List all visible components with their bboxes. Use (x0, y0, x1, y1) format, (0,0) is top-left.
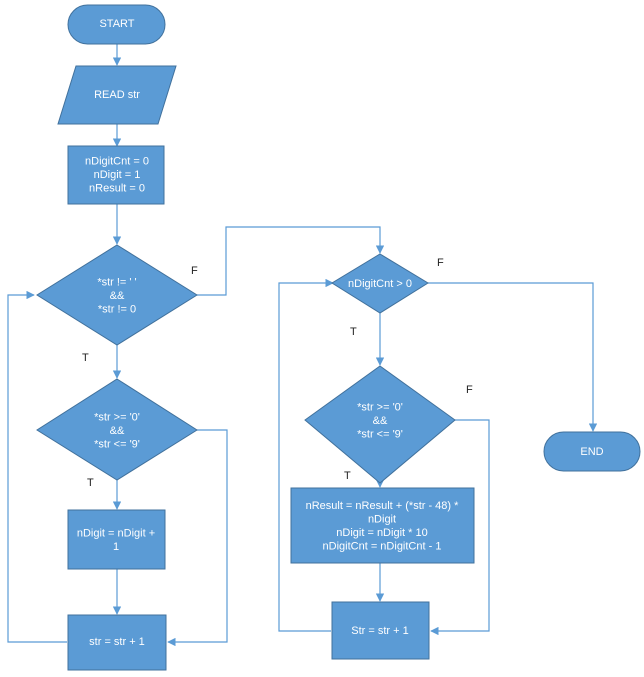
edge-cond-digit-left-false (167, 429, 228, 647)
edge-cond-digit-right-false (430, 419, 490, 636)
cond-digit-right-true-label: T (344, 470, 351, 482)
init-line: nDigitCnt = 0 (85, 155, 149, 167)
calc-line: nDigit (368, 513, 396, 525)
cond-str-line: && (110, 290, 125, 302)
cond-digit-right-line: *str >= '0' (357, 401, 403, 413)
edge-labels: F T T F T F T (82, 257, 473, 489)
cond-digit-left-true-label: T (87, 477, 94, 489)
cond-digit-right-line: *str <= '9' (357, 428, 403, 440)
cond-digit-left-decision-text: *str >= '0' &&*str <= '9' (94, 411, 140, 450)
start-terminator-text: START (99, 18, 134, 30)
cond-str-line: *str != 0 (98, 303, 136, 315)
cond-str-decision-text: *str != ' ' &&*str != 0 (97, 276, 136, 315)
str-inc-left-line: str = str + 1 (89, 636, 145, 648)
cond-str-decision: *str != ' ' &&*str != 0 (36, 244, 198, 346)
ndigit-process: nDigit = nDigit + 1 (67, 509, 166, 570)
edge-loop-back-left (7, 290, 67, 643)
cond-digit-left-line: && (110, 425, 125, 437)
calc-process: nResult = nResult + (*str - 48) *nDigit n… (290, 487, 475, 564)
cond-str-line: *str != ' ' (97, 276, 136, 288)
ndigit-mul-line: nDigit = nDigit + (77, 527, 155, 539)
start-terminator: START (67, 4, 166, 45)
ndigit-process-text: nDigit = nDigit + 1 (77, 527, 155, 553)
read-line: READ str (94, 89, 140, 101)
str-inc-right-line: Str = str + 1 (351, 625, 408, 637)
edges (7, 44, 598, 647)
str-inc-right-process-text: Str = str + 1 (351, 625, 408, 637)
cond-cnt-false-label: F (437, 257, 444, 269)
end-line: END (580, 446, 603, 458)
cond-cnt-decision: nDigitCnt > 0 (331, 253, 429, 314)
init-line: nDigit = 1 (94, 169, 141, 181)
cond-digit-right-false-label: F (466, 384, 473, 396)
end-terminator-text: END (580, 446, 603, 458)
str-inc-right-process: Str = str + 1 (331, 601, 430, 660)
read-input-text: READ str (94, 89, 140, 101)
cond-digit-left-line: *str >= '0' (94, 411, 140, 423)
cond-digit-right-line: && (373, 415, 388, 427)
cond-digit-right-decision: *str >= '0' &&*str <= '9' (304, 365, 456, 484)
end-terminator: END (543, 431, 641, 472)
edge-loop-back-right (278, 278, 334, 632)
cond-str-true-label: T (82, 352, 89, 364)
calc-line: nDigit = nDigit * 10 (336, 527, 427, 539)
read-input: READ str (57, 65, 177, 125)
str-inc-left-process: str = str + 1 (67, 614, 167, 671)
cond-digit-left-line: *str <= '9' (94, 438, 140, 450)
edge-cond-cnt-false (428, 282, 598, 432)
cond-cnt-line: nDigitCnt > 0 (348, 278, 412, 290)
cond-digit-right-decision-text: *str >= '0' &&*str <= '9' (357, 401, 403, 440)
cond-str-false-label: F (191, 265, 198, 277)
calc-line: nResult = nResult + (*str - 48) * (306, 500, 460, 512)
calc-line: nDigitCnt = nDigitCnt - 1 (323, 540, 442, 552)
cond-cnt-decision-text: nDigitCnt > 0 (348, 278, 412, 290)
init-line: nResult = 0 (89, 182, 145, 194)
start-line: START (99, 18, 134, 30)
str-inc-left-process-text: str = str + 1 (89, 636, 145, 648)
ndigit-mul-line: 1 (113, 541, 119, 553)
cond-digit-left-decision: *str >= '0' &&*str <= '9' (36, 378, 198, 481)
calc-process-text: nResult = nResult + (*str - 48) *nDigit n… (306, 500, 460, 553)
edge-cond-str-false (197, 226, 385, 296)
cond-cnt-true-label: T (350, 326, 357, 338)
